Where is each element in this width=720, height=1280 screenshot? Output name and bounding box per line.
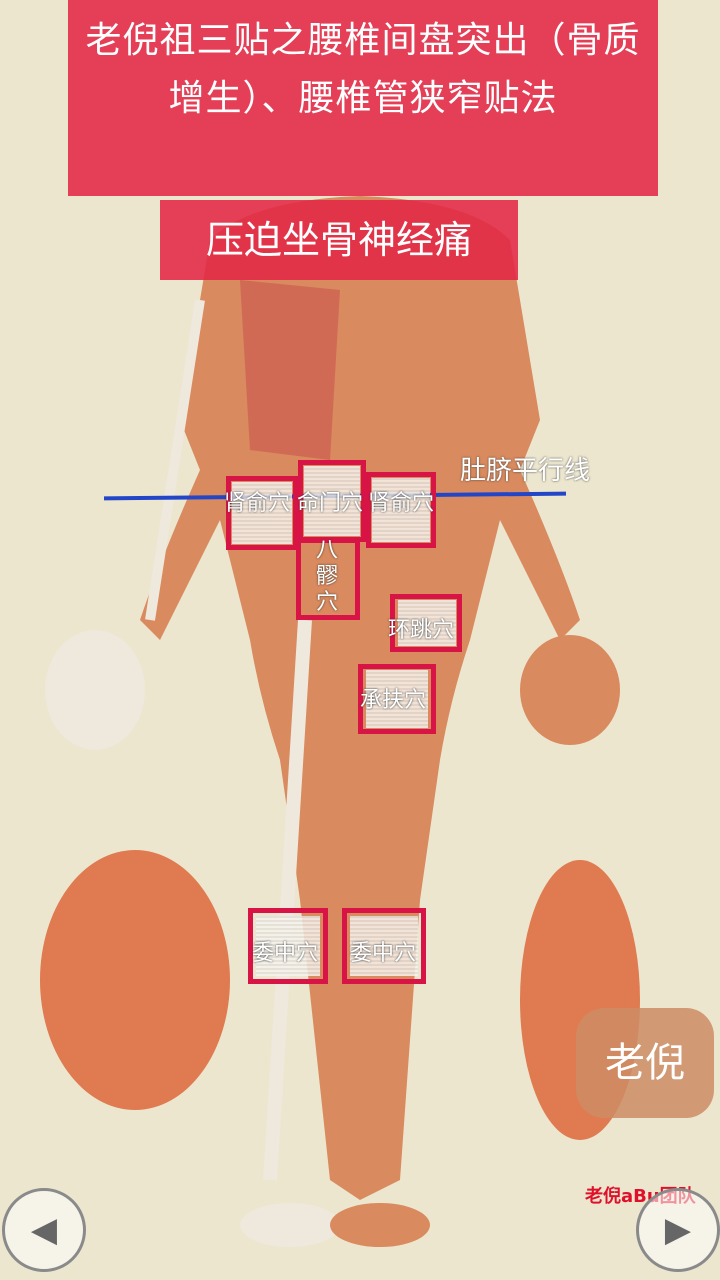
shenshu-left-box xyxy=(226,476,298,550)
chengfu-label: 承扶穴 xyxy=(360,688,427,713)
play-right-icon: ▶ xyxy=(664,1210,692,1250)
weizhong-left-box xyxy=(248,908,328,984)
play-left-icon: ◀ xyxy=(30,1210,58,1250)
chengfu-box xyxy=(358,664,436,734)
next-button[interactable]: ▶ xyxy=(636,1188,720,1272)
subtitle-banner: 压迫坐骨神经痛 xyxy=(160,200,518,280)
shenshu-right-label: 肾俞穴 xyxy=(368,491,435,516)
prev-button[interactable]: ◀ xyxy=(2,1188,86,1272)
weizhong-left-label: 委中穴 xyxy=(252,941,319,966)
weizhong-right-box xyxy=(342,908,426,984)
huantiao-box xyxy=(390,594,462,652)
baliao-box xyxy=(296,538,360,620)
navel-line-label: 肚脐平行线 xyxy=(460,456,591,486)
huantiao-label: 环跳穴 xyxy=(388,618,455,643)
weizhong-right-label: 委中穴 xyxy=(350,941,417,966)
baliao-label: 八 髎 穴 xyxy=(316,538,339,615)
title-banner: 老倪祖三贴之腰椎间盘突出（骨质增生）、腰椎管狭窄贴法 xyxy=(68,0,658,196)
mingmen-label: 命门穴 xyxy=(297,491,364,516)
shenshu-right-box xyxy=(366,472,436,548)
shenshu-left-label: 肾俞穴 xyxy=(224,491,291,516)
brand-logo: 老倪 xyxy=(576,1008,714,1118)
